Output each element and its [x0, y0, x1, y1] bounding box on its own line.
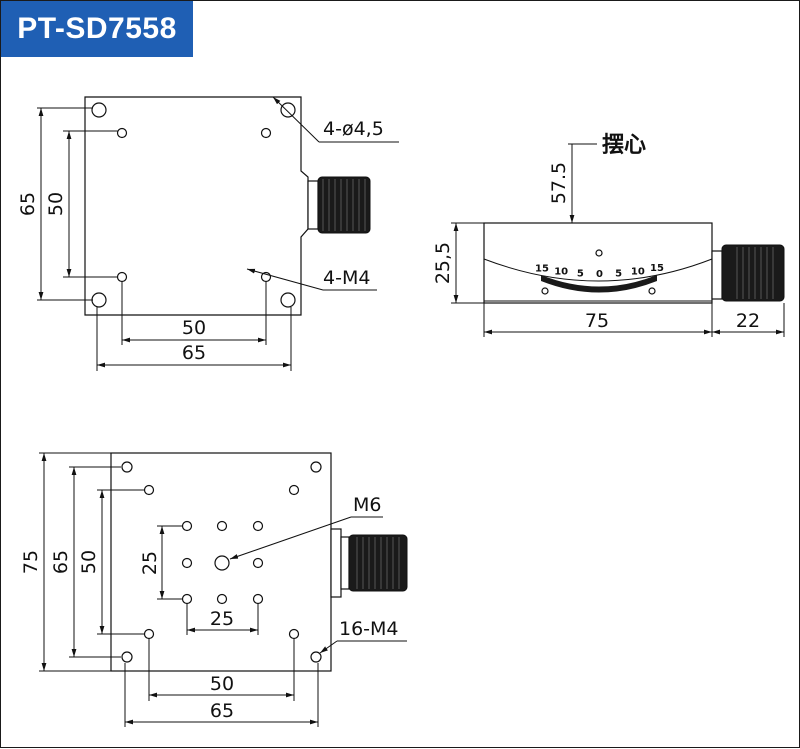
side-view-knob — [721, 244, 785, 302]
top-thread-callout: 4-M4 — [323, 267, 370, 289]
top-dim-outer-h: 65 — [182, 342, 206, 364]
bottom-center-callout: M6 — [353, 494, 381, 516]
side-hole — [648, 287, 656, 295]
top-view-knob-collar — [307, 180, 319, 230]
top-dim-inner-v: 50 — [45, 192, 67, 216]
pattern-hole — [252, 593, 264, 605]
swing-center-label: 摆心 — [602, 133, 646, 158]
side-length-dim: 75 — [585, 310, 609, 332]
top-dim-inner-h: 50 — [182, 317, 206, 339]
side-radius-dim: 57.5 — [548, 162, 570, 204]
thread-hole — [143, 484, 155, 496]
thread-hole — [260, 127, 272, 139]
mount-hole — [310, 651, 322, 663]
product-title: PT-SD7558 — [1, 1, 193, 57]
thread-hole — [116, 127, 128, 139]
bottom-dim-outer-h: 65 — [210, 700, 234, 722]
pattern-hole — [181, 557, 193, 569]
scale-label: 15 — [650, 263, 664, 274]
pattern-hole — [216, 520, 228, 532]
bottom-view-collar — [330, 528, 342, 598]
bottom-dim-mid-v: 65 — [50, 550, 72, 574]
center-hole — [214, 555, 230, 571]
bottom-dim-pattern-v: 25 — [139, 551, 161, 575]
bottom-dim-outer-v: 75 — [20, 550, 42, 574]
pattern-hole — [252, 557, 264, 569]
bottom-dim-pattern-h: 25 — [210, 608, 234, 630]
scale-label: 5 — [615, 268, 622, 279]
mount-hole — [310, 461, 322, 473]
mount-hole — [91, 102, 107, 118]
mount-hole — [91, 292, 107, 308]
mount-hole — [280, 292, 296, 308]
side-height-dim: 25,5 — [432, 242, 454, 284]
thread-hole — [288, 628, 300, 640]
side-hole — [595, 249, 603, 257]
pattern-hole — [216, 593, 228, 605]
bottom-view: 75 65 50 25 25 50 65 — [20, 452, 408, 727]
scale-label: 5 — [577, 268, 584, 279]
bottom-dim-inner-v: 50 — [78, 550, 100, 574]
thread-hole — [143, 628, 155, 640]
pattern-hole — [252, 520, 264, 532]
mount-hole — [280, 102, 296, 118]
scale-label: 10 — [631, 266, 645, 277]
top-view: 65 50 50 65 4-ø4,5 4-M4 — [17, 96, 399, 371]
thread-hole — [288, 484, 300, 496]
bottom-thread-callout: 16-M4 — [339, 618, 399, 640]
bottom-view-collar-inner — [340, 536, 350, 590]
scale-label: 15 — [535, 264, 549, 275]
bottom-dim-inner-h: 50 — [210, 673, 234, 695]
thread-hole — [116, 271, 128, 283]
pattern-hole — [181, 593, 193, 605]
top-holes-callout: 4-ø4,5 — [323, 118, 384, 140]
side-view: 15 10 5 0 5 10 15 57.5 摆心 25,5 — [432, 133, 785, 337]
mount-hole — [121, 461, 133, 473]
top-dim-outer-v: 65 — [17, 192, 39, 216]
scale-label: 10 — [554, 267, 568, 278]
side-hole — [541, 287, 549, 295]
scale-label: 0 — [596, 269, 603, 280]
side-scale: 15 10 5 0 5 10 15 — [535, 263, 664, 280]
side-knob-dim: 22 — [736, 310, 760, 332]
pattern-hole — [181, 520, 193, 532]
mount-hole — [121, 651, 133, 663]
bottom-view-knob — [348, 534, 408, 592]
side-view-knob-collar — [711, 250, 723, 300]
top-view-knob — [317, 176, 371, 234]
